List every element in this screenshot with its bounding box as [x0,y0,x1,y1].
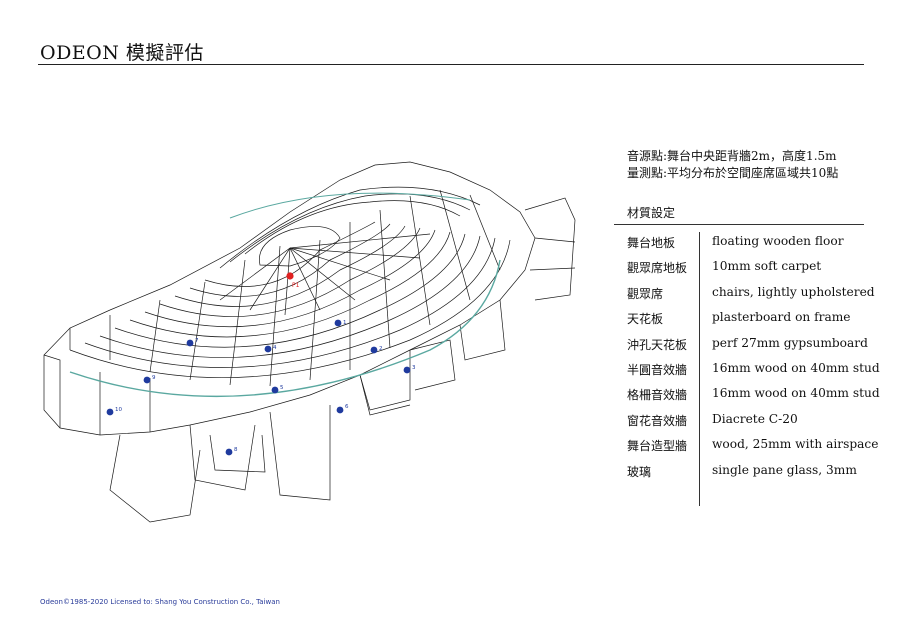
material-name: 天花板 [627,312,664,327]
material-value: floating wooden floor [712,234,844,248]
receiver-point [370,346,378,354]
receiver-point [186,339,194,347]
material-name: 舞台造型牆 [627,439,688,454]
simulation-notes: 音源點:舞台中央距背牆2m，高度1.5m 量測點:平均分布於空間座席區域共10點 [627,148,838,182]
receiver-point [336,406,344,414]
material-value: 16mm wood on 40mm stud [712,386,880,401]
material-name: 觀眾席 [627,286,664,301]
material-name: 格柵音效牆 [627,388,688,403]
receiver-label: 5 [280,385,284,391]
receiver-label: 7 [195,338,199,344]
material-name: 沖孔天花板 [627,337,688,352]
receiver-label: 6 [345,404,349,410]
page-title: ODEON 模擬評估 [40,42,204,64]
license-footer: Odeon©1985-2020 Licensed to: Shang You C… [40,598,280,606]
material-name: 玻璃 [627,464,652,479]
receiver-label: 9 [152,375,156,381]
receiver-point [143,376,151,384]
material-value: perf 27mm gypsumboard [712,335,868,350]
receiver-note: 量測點:平均分布於空間座席區域共10點 [627,166,839,180]
receiver-point [225,448,233,456]
receiver-label: 3 [412,365,416,371]
materials-column-divider [699,232,700,506]
material-name: 半圓音效牆 [627,363,688,377]
receiver-point [264,345,272,353]
receiver-point [106,408,114,416]
source-point-p1 [286,272,294,280]
receiver-label: 4 [273,345,277,351]
material-value: single pane glass, 3mm [712,462,857,477]
source-note: 音源點:舞台中央距背牆2m，高度1.5m [627,149,837,163]
source-point-label: P1 [292,282,300,289]
materials-heading-rule [614,224,864,225]
material-name: 舞台地板 [627,236,676,250]
material-value: Diacrete C-20 [712,411,798,426]
receiver-point [271,386,279,394]
receiver-label: 8 [234,447,238,453]
receiver-label: 10 [115,407,122,413]
receiver-label: 1 [343,320,347,326]
material-name: 觀眾席地板 [627,261,688,276]
receiver-label: 2 [379,346,383,352]
odeon-wireframe-model: P1 1 2 3 4 5 6 7 8 9 10 [43,161,576,523]
material-value: plasterboard on frame [712,310,851,325]
material-name: 窗花音效牆 [627,413,688,428]
title-divider [38,64,864,65]
material-value: wood, 25mm with airspace [712,437,879,452]
material-value: 16mm wood on 40mm stud [712,361,880,375]
materials-heading: 材質設定 [627,206,676,220]
material-value: 10mm soft carpet [712,259,822,274]
material-value: chairs, lightly upholstered [712,284,875,299]
receiver-point [334,319,342,327]
receiver-point [403,366,411,374]
